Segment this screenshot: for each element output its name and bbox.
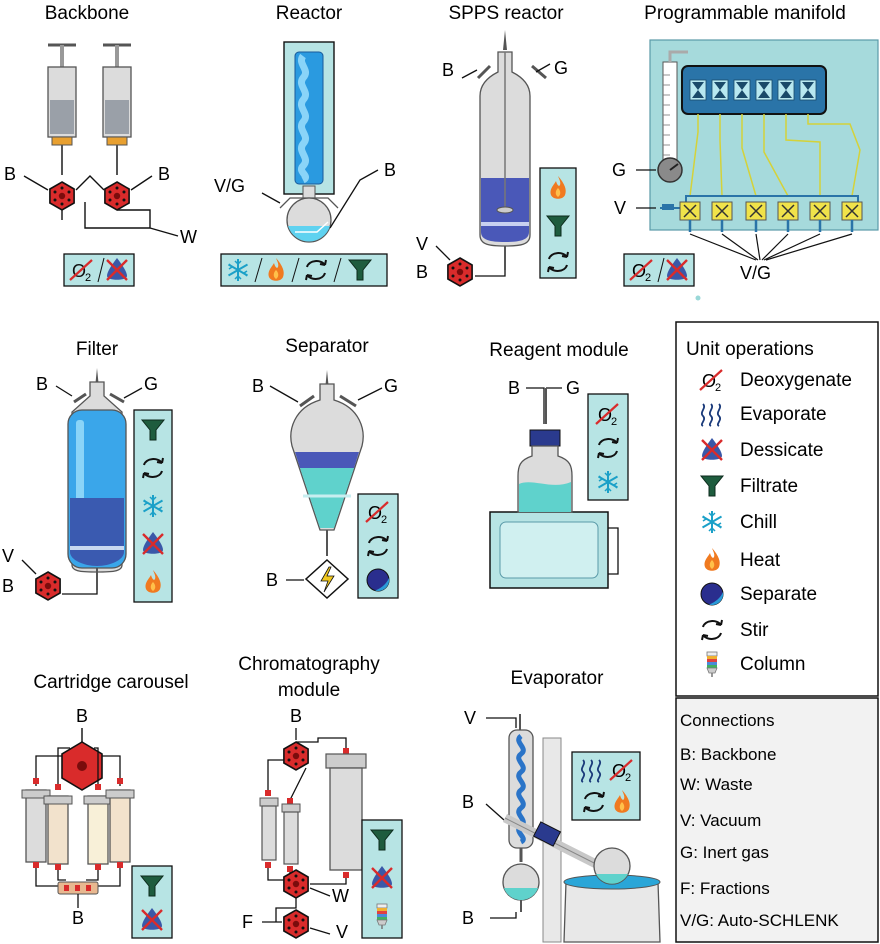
- port-g: G: [144, 374, 158, 394]
- svg-text:2: 2: [645, 272, 651, 284]
- valve-icon[interactable]: [283, 909, 309, 939]
- title-cartridge: Cartridge carousel: [33, 672, 188, 693]
- port-w: W: [180, 227, 197, 247]
- port-g: G: [384, 376, 398, 396]
- deoxygenate-icon: O2: [365, 501, 389, 526]
- port-b: B: [266, 570, 278, 590]
- deoxygenate-icon: O2: [699, 369, 723, 394]
- deoxygenate-icon: O2: [609, 759, 633, 784]
- separator-module: B G B O2: [252, 370, 399, 600]
- svg-text:2: 2: [381, 514, 387, 526]
- port-f: F: [242, 912, 253, 932]
- port-b: B: [508, 378, 520, 398]
- separate-icon: [700, 582, 724, 606]
- title-reagent: Reagent module: [489, 340, 628, 361]
- port-vg: V/G: [214, 176, 245, 196]
- deoxygenate-icon: O2: [69, 259, 93, 284]
- legend-label: Evaporate: [740, 404, 827, 425]
- connections-title: Connections: [680, 711, 775, 730]
- syringe-left: [47, 43, 77, 175]
- unit-operations-legend: Unit operations O2 Deoxygenate Evaporate…: [675, 321, 879, 697]
- port-b: B: [384, 160, 396, 180]
- port-v: V: [416, 234, 428, 254]
- legend-label: Column: [740, 654, 805, 675]
- backbone-module: B B W O2: [4, 43, 197, 287]
- title-filter: Filter: [76, 339, 119, 360]
- reagent-module: B G O2: [489, 378, 629, 589]
- port-vg: V/G: [740, 263, 771, 283]
- valve-icon[interactable]: [49, 181, 75, 211]
- title-chroma-2: module: [278, 680, 340, 701]
- connection-item: V/G: Auto-SCHLENK: [680, 911, 839, 930]
- port-g: G: [554, 58, 568, 78]
- port-b: B: [158, 164, 170, 184]
- port-b: B: [252, 376, 264, 396]
- legend-label: Heat: [740, 550, 781, 571]
- legend-label: Deoxygenate: [740, 370, 852, 391]
- port-b: B: [2, 576, 14, 596]
- title-backbone: Backbone: [45, 3, 130, 24]
- connection-item: G: Inert gas: [680, 843, 769, 862]
- port-g: G: [612, 160, 626, 180]
- legend-label: Dessicate: [740, 440, 823, 461]
- port-v: V: [464, 708, 476, 728]
- port-b: B: [462, 908, 474, 928]
- port-w: W: [332, 886, 349, 906]
- valve-icon[interactable]: [283, 869, 309, 899]
- valve-icon[interactable]: [104, 181, 130, 211]
- title-evaporator: Evaporator: [511, 668, 605, 689]
- port-b: B: [36, 374, 48, 394]
- port-b: B: [416, 262, 428, 282]
- port-b: B: [72, 908, 84, 928]
- svg-text:2: 2: [611, 416, 617, 428]
- chromatography-module: B W F V: [242, 706, 403, 942]
- connection-item: V: Vacuum: [680, 811, 761, 830]
- legend-label: Filtrate: [740, 476, 798, 497]
- deoxygenate-icon: O2: [629, 259, 653, 284]
- port-g: G: [566, 378, 580, 398]
- separate-icon: [366, 568, 390, 592]
- svg-text:2: 2: [715, 382, 721, 394]
- valve-icon[interactable]: [283, 741, 309, 771]
- connection-item: W: Waste: [680, 775, 753, 794]
- legend-label: Chill: [740, 512, 777, 533]
- valve-icon[interactable]: [35, 571, 61, 601]
- connections-legend: Connections B: Backbone W: Waste V: Vacu…: [675, 697, 879, 943]
- port-b: B: [462, 792, 474, 812]
- svg-text:2: 2: [625, 772, 631, 784]
- legend-title: Unit operations: [686, 339, 814, 360]
- legend-label: Stir: [740, 620, 769, 641]
- port-b: B: [76, 706, 88, 726]
- connection-item: B: Backbone: [680, 745, 776, 764]
- spps-module: B G V B: [416, 30, 577, 287]
- svg-text:2: 2: [85, 272, 91, 284]
- port-v: V: [2, 546, 14, 566]
- syringe-right: [102, 43, 132, 175]
- port-v: V: [614, 198, 626, 218]
- port-b: B: [290, 706, 302, 726]
- port-b: B: [442, 60, 454, 80]
- legend-label: Separate: [740, 584, 817, 605]
- title-separator: Separator: [285, 336, 369, 357]
- valve-icon[interactable]: [447, 257, 473, 287]
- title-reactor: Reactor: [276, 3, 343, 24]
- manifold-module: G V V/G O2: [612, 39, 879, 301]
- filter-module: B G V B: [2, 368, 173, 603]
- deoxygenate-icon: O2: [595, 403, 619, 428]
- evaporator-module: V O2 B B: [462, 708, 661, 943]
- connection-item: F: Fractions: [680, 879, 770, 898]
- port-v: V: [336, 922, 348, 942]
- title-manifold: Programmable manifold: [644, 3, 846, 24]
- title-spps: SPPS reactor: [448, 3, 564, 24]
- port-b: B: [4, 164, 16, 184]
- title-chroma-1: Chromatography: [238, 654, 380, 675]
- reactor-module: V/G B: [214, 41, 396, 287]
- cartridge-module: B B: [21, 706, 173, 939]
